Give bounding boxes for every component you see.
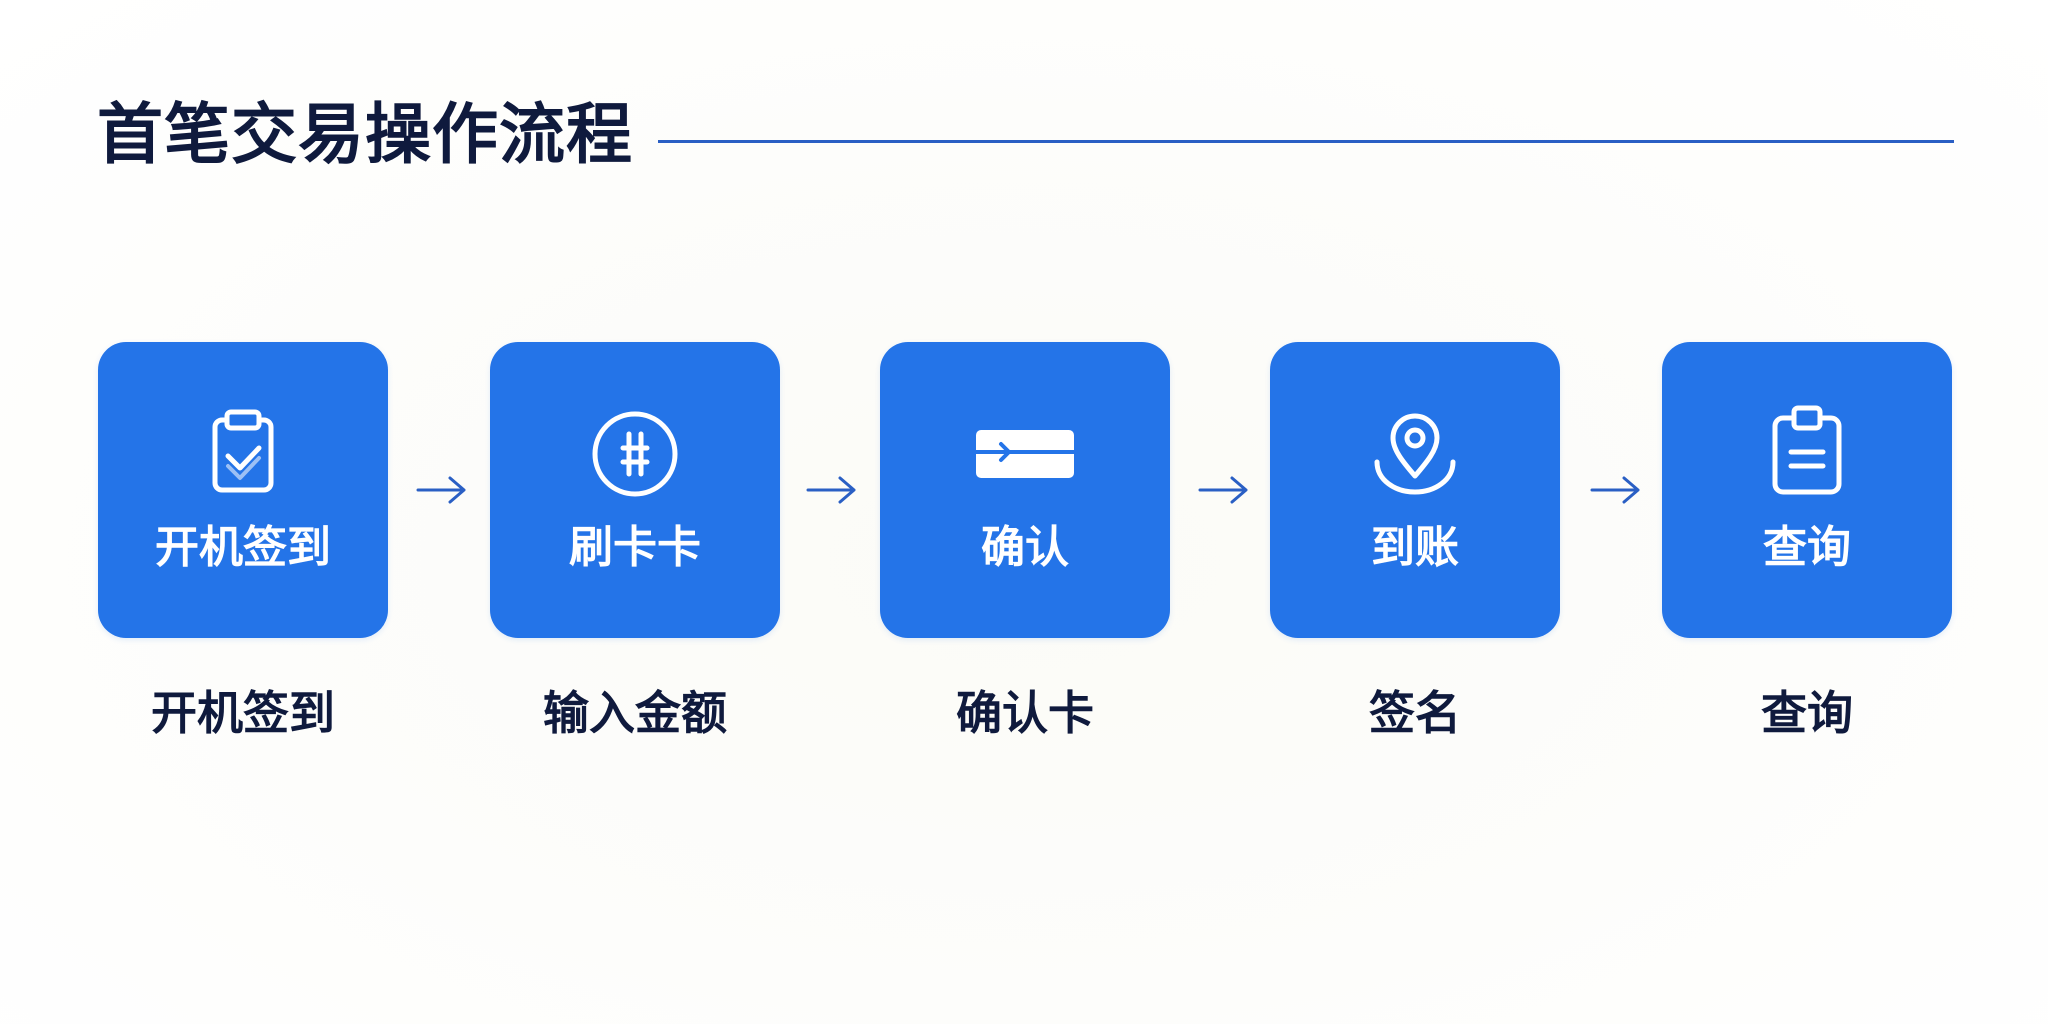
step-card-label: 刷卡卡	[569, 522, 701, 573]
step-card-label: 到账	[1371, 522, 1459, 573]
page-title: 首笔交易操作流程	[97, 96, 633, 173]
clipboard-list-icon	[1772, 405, 1842, 495]
step-caption-4: 签名	[1369, 686, 1461, 740]
arrow-right-icon	[1198, 476, 1248, 504]
step-caption-1: 开机签到	[151, 686, 335, 740]
arrow-right-icon	[416, 476, 466, 504]
coin-icon	[592, 411, 678, 497]
step-card-label: 确认	[981, 522, 1069, 573]
step-card-label: 开机签到	[155, 522, 331, 573]
step-card-3: 确认	[880, 342, 1170, 638]
step-caption-5: 查询	[1761, 686, 1853, 740]
step-card-4: 到账	[1270, 342, 1560, 638]
arrow-right-icon	[806, 476, 856, 504]
step-card-1: 开机签到	[98, 342, 388, 638]
step-caption-2: 输入金额	[543, 686, 727, 740]
location-pin-icon	[1374, 413, 1456, 495]
step-card-5: 查询	[1662, 342, 1952, 638]
step-card-label: 查询	[1763, 522, 1851, 573]
arrow-right-icon	[1590, 476, 1640, 504]
step-card-2: 刷卡卡	[490, 342, 780, 638]
step-caption-3: 确认卡	[956, 686, 1094, 740]
title-divider	[658, 140, 1954, 143]
clipboard-check-icon	[212, 409, 274, 493]
card-arrow-icon	[976, 430, 1074, 478]
